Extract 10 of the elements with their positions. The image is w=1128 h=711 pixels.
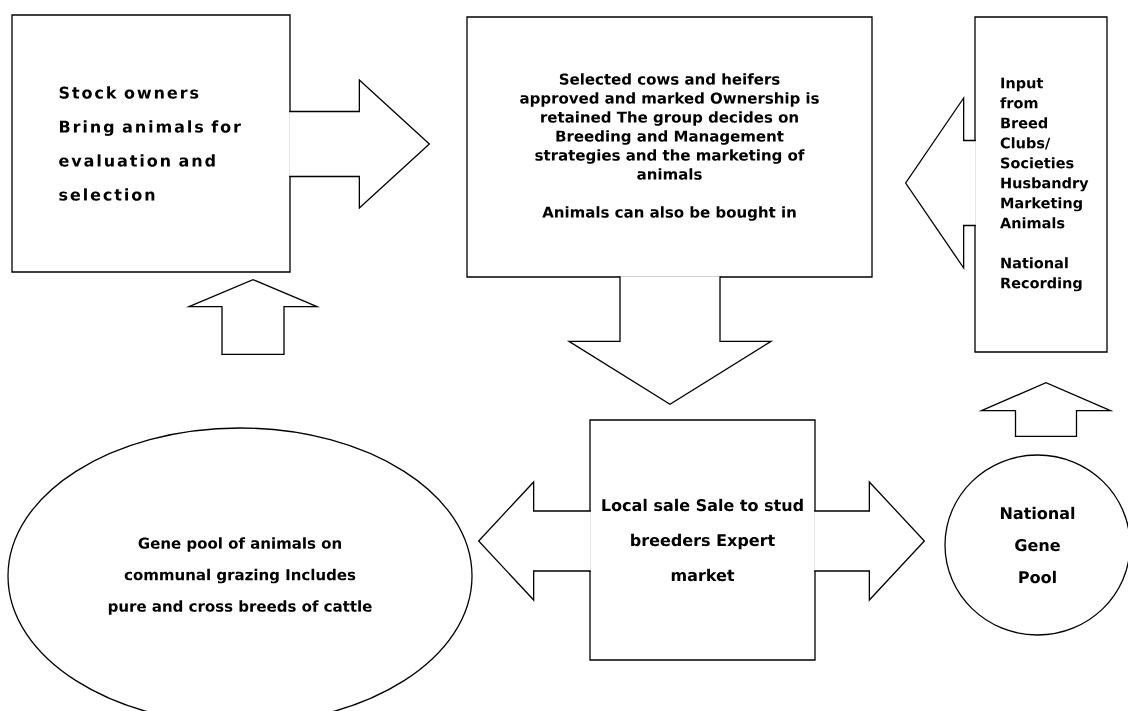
block-arrow xyxy=(566,275,774,406)
block-arrow xyxy=(185,278,321,355)
block-arrow xyxy=(813,480,926,602)
process-box: Stock owners Bring animals for evaluation and selection xyxy=(11,14,291,273)
block-arrow xyxy=(288,78,431,210)
block-arrow xyxy=(477,480,592,602)
process-box: Input from Breed Clubs/ Societies Husbandry Marketing Animals National Recording xyxy=(974,16,1108,353)
block-arrow xyxy=(904,95,977,271)
process-box: Selected cows and heifers approved and marked Ownership is retained The group decides on Breeding and Management strategies and the marketing of animals Animals can also be bought in xyxy=(466,16,873,278)
block-arrow xyxy=(978,381,1114,437)
